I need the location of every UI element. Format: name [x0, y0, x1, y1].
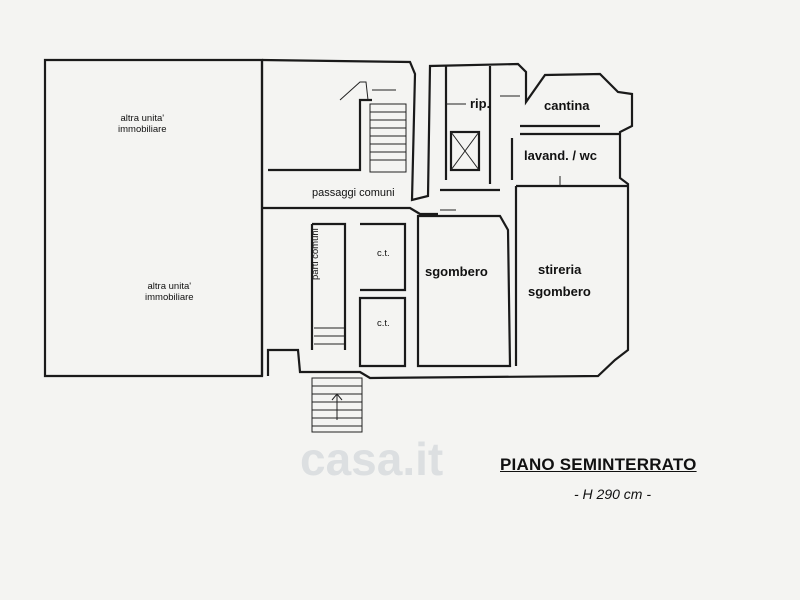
label-line: immobiliare: [118, 124, 167, 135]
label-sgombero-left: sgombero: [425, 264, 488, 279]
label-line: immobiliare: [145, 292, 194, 303]
label-rip: rip.: [470, 96, 491, 111]
outer-walls: [43, 58, 634, 380]
label-cantina: cantina: [544, 98, 590, 113]
label-sgombero-right: sgombero: [528, 284, 591, 299]
watermark-logo: casa.it: [300, 433, 444, 485]
label-line: altra unita': [147, 281, 192, 292]
label-stireria: stireria: [538, 262, 582, 277]
page-subtitle: - H 290 cm -: [574, 486, 652, 502]
staircase-entry: [311, 327, 363, 433]
label-altra-unita-bottom: altra unita' immobiliare: [145, 281, 194, 303]
staircase-top: [339, 81, 407, 173]
label-passaggi-comuni: passaggi comuni: [312, 187, 395, 199]
page-title: PIANO SEMINTERRATO: [500, 455, 697, 474]
label-line: altra unita': [120, 113, 165, 124]
label-ct-bottom: c.t.: [377, 318, 390, 329]
label-lavanderia: lavand. / wc: [524, 148, 597, 163]
label-ct-top: c.t.: [377, 248, 390, 259]
elevator-shaft: [449, 130, 481, 172]
label-altra-unita-top: altra unita' immobiliare: [118, 113, 167, 135]
interior-walls: [262, 66, 628, 368]
label-parti-comuni: parti comuni: [310, 228, 321, 280]
